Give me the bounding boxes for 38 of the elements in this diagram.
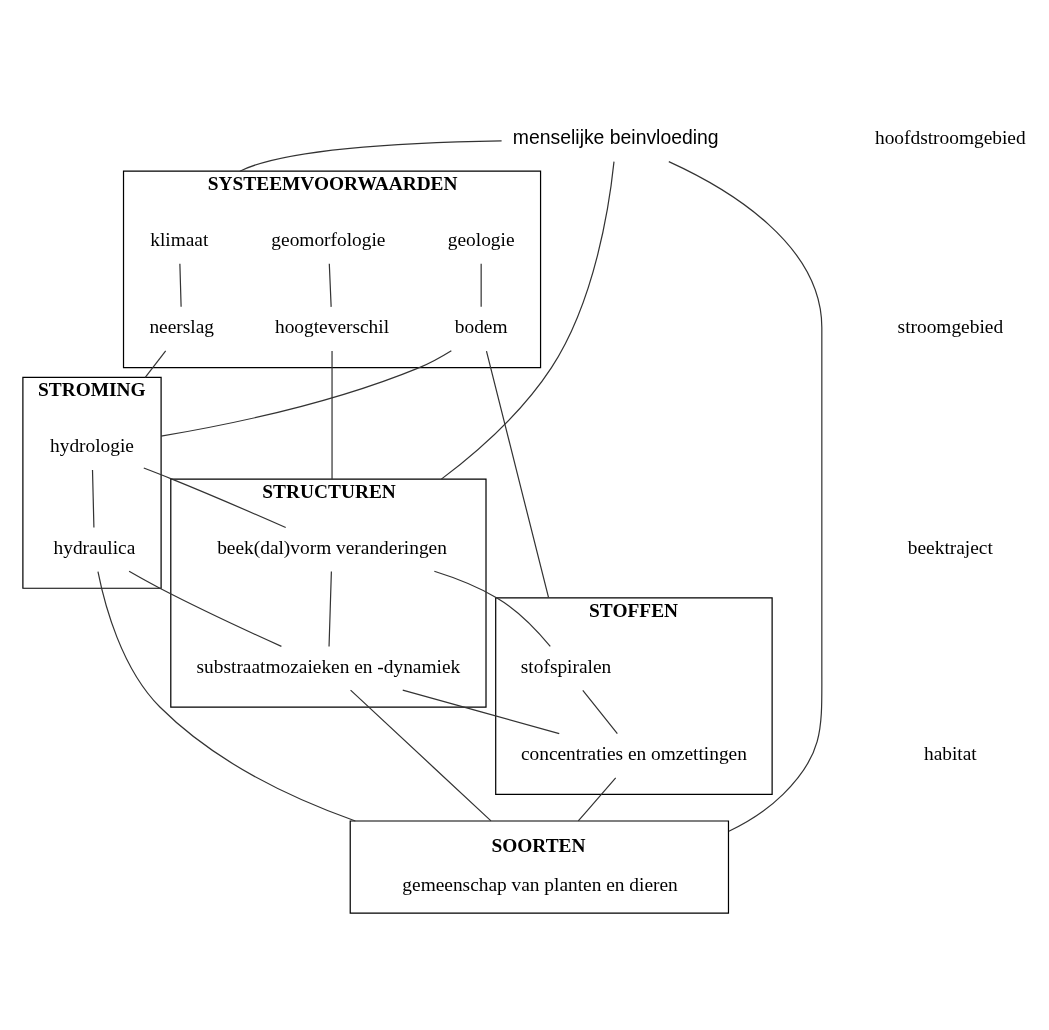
connector <box>402 689 560 734</box>
connector <box>577 776 617 822</box>
node-text: hydrologie <box>50 434 134 456</box>
connector <box>97 570 356 822</box>
node-text: geomorfologie <box>271 228 386 250</box>
connector <box>433 570 551 647</box>
node-text: substraatmozaieken en -dynamiek <box>196 655 461 677</box>
connector <box>160 349 452 437</box>
label: beektraject <box>907 536 993 558</box>
connector <box>349 689 492 821</box>
node-text: hydraulica <box>53 536 136 558</box>
connector <box>128 570 282 647</box>
connector <box>144 349 167 378</box>
connector <box>480 262 482 307</box>
node-text: bodem <box>454 315 508 337</box>
label: habitat <box>923 742 977 764</box>
connector <box>331 349 333 480</box>
connector <box>582 689 618 734</box>
connector <box>328 262 332 307</box>
node-box: SOORTEN gemeenschap van planten en dieren <box>349 819 730 914</box>
node-text: stofspiralen <box>520 655 612 677</box>
connector <box>179 262 182 307</box>
node-text: geologie <box>447 228 515 250</box>
node-text: hoogteverschil <box>275 315 390 337</box>
node-text: menselijke beinvloeding <box>512 125 719 148</box>
connector <box>239 139 503 172</box>
connector <box>91 468 95 528</box>
connector <box>668 160 823 832</box>
label: hoofdstroomgebied <box>875 126 1026 148</box>
connector <box>485 350 550 599</box>
node-text: beek(dal)vorm veranderingen <box>217 536 447 558</box>
connector <box>440 160 615 480</box>
label: stroomgebied <box>897 315 1004 337</box>
node-text: concentraties en omzettingen <box>520 742 747 764</box>
connector <box>328 570 332 647</box>
connector <box>143 466 287 528</box>
node-text: klimaat <box>150 228 209 250</box>
node-text: neerslag <box>149 315 214 337</box>
